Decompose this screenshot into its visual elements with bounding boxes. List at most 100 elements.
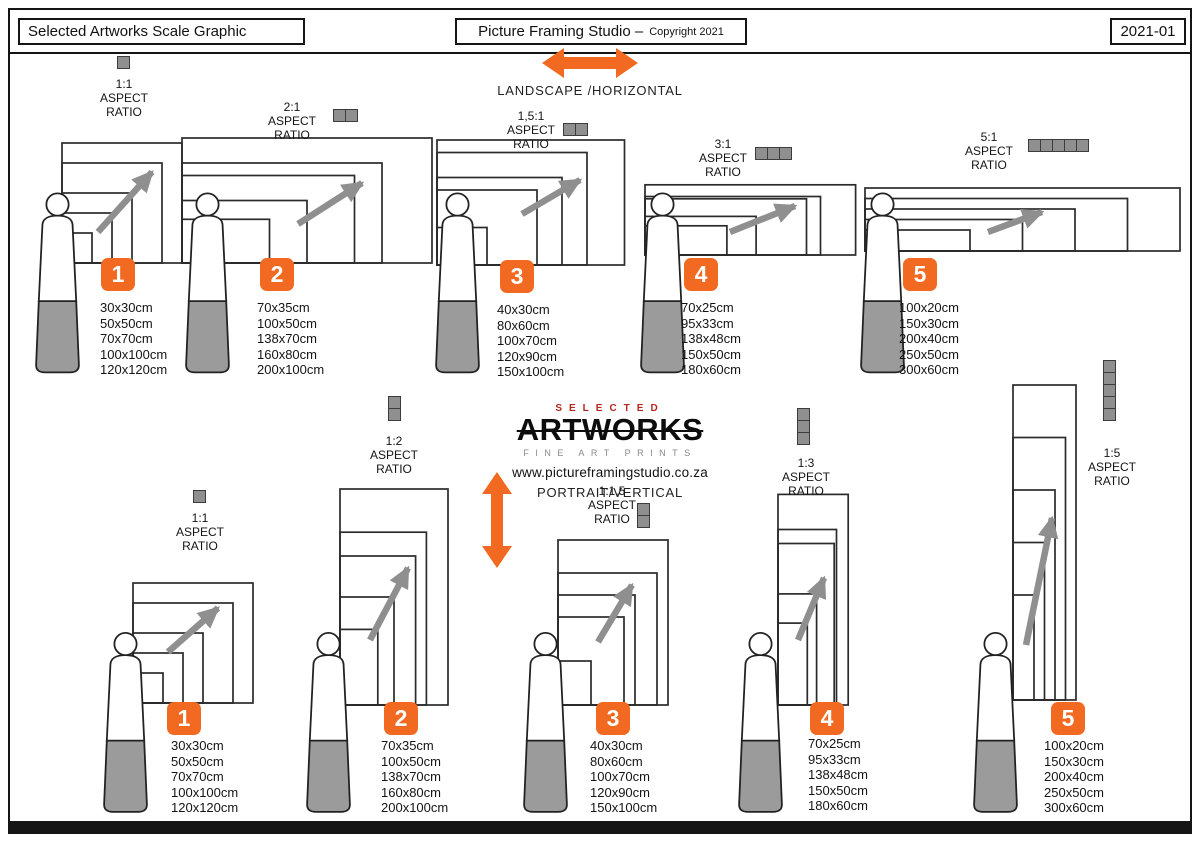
portrait-heading: PORTRAIT/VERTICAL <box>536 484 684 500</box>
size-item: 100x70cm <box>497 333 557 349</box>
studio-logo: SELECTED ARTWORKS FINE ART PRINTS www.pi… <box>500 403 720 500</box>
group-number-badge: 1 <box>101 258 135 291</box>
size-item: 100x50cm <box>381 753 441 769</box>
aspect-ratio-label: 1:1 ASPECT RATIO <box>79 77 169 119</box>
scale-figure <box>973 632 1018 813</box>
size-item: 70x70cm <box>100 331 153 347</box>
scale-figure <box>640 192 685 374</box>
ratio-value: 1,5:1 <box>517 109 545 123</box>
size-item: 300x60cm <box>1044 800 1104 816</box>
ratio-word: RATIO <box>788 483 824 498</box>
size-item: 70x35cm <box>257 300 310 315</box>
aspect-ratio-squares-icon <box>637 503 650 528</box>
scale-figure <box>738 632 783 813</box>
size-item: 150x30cm <box>1044 753 1104 769</box>
size-item: 120x90cm <box>497 348 557 364</box>
size-item: 80x60cm <box>497 317 550 333</box>
size-item: 40x30cm <box>590 738 643 753</box>
frame-stack <box>1012 384 1077 701</box>
website-text: www.pictureframingstudio.co.za <box>512 464 708 480</box>
aspect-ratio-squares-icon <box>388 396 401 421</box>
aspect-ratio-label: 1,5:1 ASPECT RATIO <box>486 109 576 151</box>
group-number-badge: 2 <box>384 702 418 735</box>
group-number-badge: 3 <box>500 260 534 293</box>
ratio-square <box>797 432 810 445</box>
size-item: 40x30cm <box>497 302 550 317</box>
header-divider <box>10 52 1190 54</box>
ratio-square <box>1076 139 1089 152</box>
ratio-word: RATIO <box>182 538 218 553</box>
aspect-ratio-squares-icon <box>333 109 358 122</box>
ratio-word: RATIO <box>106 104 142 119</box>
size-item: 70x35cm <box>381 738 434 753</box>
group-number-badge: 4 <box>810 702 844 735</box>
size-item: 120x90cm <box>590 784 650 800</box>
scale-arrow-icon <box>795 575 827 642</box>
size-item: 300x60cm <box>899 362 959 378</box>
scale-figure <box>306 632 351 813</box>
aspect-ratio-squares-icon <box>755 147 792 160</box>
aspect-ratio-label: 1:1,5 ASPECT RATIO <box>567 484 657 526</box>
size-item: 70x25cm <box>681 300 734 315</box>
logo-selected-text: SELECTED <box>555 403 665 414</box>
aspect-ratio-squares-icon <box>1103 360 1116 421</box>
logo-subtitle-text: FINE ART PRINTS <box>523 447 697 458</box>
group-number-badge: 1 <box>167 702 201 735</box>
ratio-value: 1:2 <box>385 434 403 448</box>
ratio-word: RATIO <box>971 157 1007 172</box>
ratio-value: 1:1 <box>115 77 133 91</box>
aspect-ratio-squares-icon <box>117 56 130 69</box>
size-item: 180x60cm <box>808 798 868 814</box>
studio-name: Picture Framing Studio – <box>478 23 644 40</box>
scale-arrow-icon <box>986 208 1045 236</box>
aspect-word: ASPECT <box>99 90 148 105</box>
aspect-ratio-label: 5:1 ASPECT RATIO <box>944 130 1034 172</box>
size-item: 200x100cm <box>381 800 449 816</box>
size-item: 160x80cm <box>381 784 441 800</box>
frame-stack <box>644 183 857 256</box>
size-item: 100x70cm <box>590 769 650 785</box>
scale-figure <box>103 632 148 813</box>
copyright-text: Copyright 2021 <box>649 25 724 38</box>
scale-figure <box>435 192 480 374</box>
group-number-badge: 2 <box>260 258 294 291</box>
ratio-value: 3:1 <box>714 137 732 151</box>
size-item: 100x100cm <box>171 784 239 800</box>
ratio-value: 1:5 <box>1103 446 1121 460</box>
size-item: 150x50cm <box>808 782 868 798</box>
aspect-ratio-squares-icon <box>563 123 588 136</box>
size-item: 180x60cm <box>681 362 741 378</box>
size-item: 100x20cm <box>1044 738 1104 753</box>
size-item: 160x80cm <box>257 346 317 362</box>
ratio-value: 1:1,5 <box>598 484 626 498</box>
size-item: 50x50cm <box>171 753 224 769</box>
size-item: 80x60cm <box>590 753 643 769</box>
size-item: 200x40cm <box>1044 769 1104 785</box>
scale-figure <box>860 192 905 374</box>
ratio-value: 5:1 <box>980 130 998 144</box>
size-item: 100x20cm <box>899 300 959 315</box>
scale-figure <box>185 192 230 374</box>
ratio-square <box>637 515 650 528</box>
size-item: 138x48cm <box>681 331 741 347</box>
size-item: 30x30cm <box>100 300 153 315</box>
aspect-ratio-label: 1:5 ASPECT RATIO <box>1067 446 1157 488</box>
page-title: Selected Artworks Scale Graphic <box>28 23 247 40</box>
landscape-direction-arrow-icon <box>542 48 638 78</box>
aspect-word: ASPECT <box>267 113 316 128</box>
size-item: 200x100cm <box>257 362 325 378</box>
size-item: 120x120cm <box>100 362 168 378</box>
size-item: 95x33cm <box>808 751 861 767</box>
size-item: 100x100cm <box>100 346 168 362</box>
size-item: 150x30cm <box>899 315 959 331</box>
ratio-word: RATIO <box>274 127 310 142</box>
size-item: 138x70cm <box>381 769 441 785</box>
ratio-square <box>193 490 206 503</box>
